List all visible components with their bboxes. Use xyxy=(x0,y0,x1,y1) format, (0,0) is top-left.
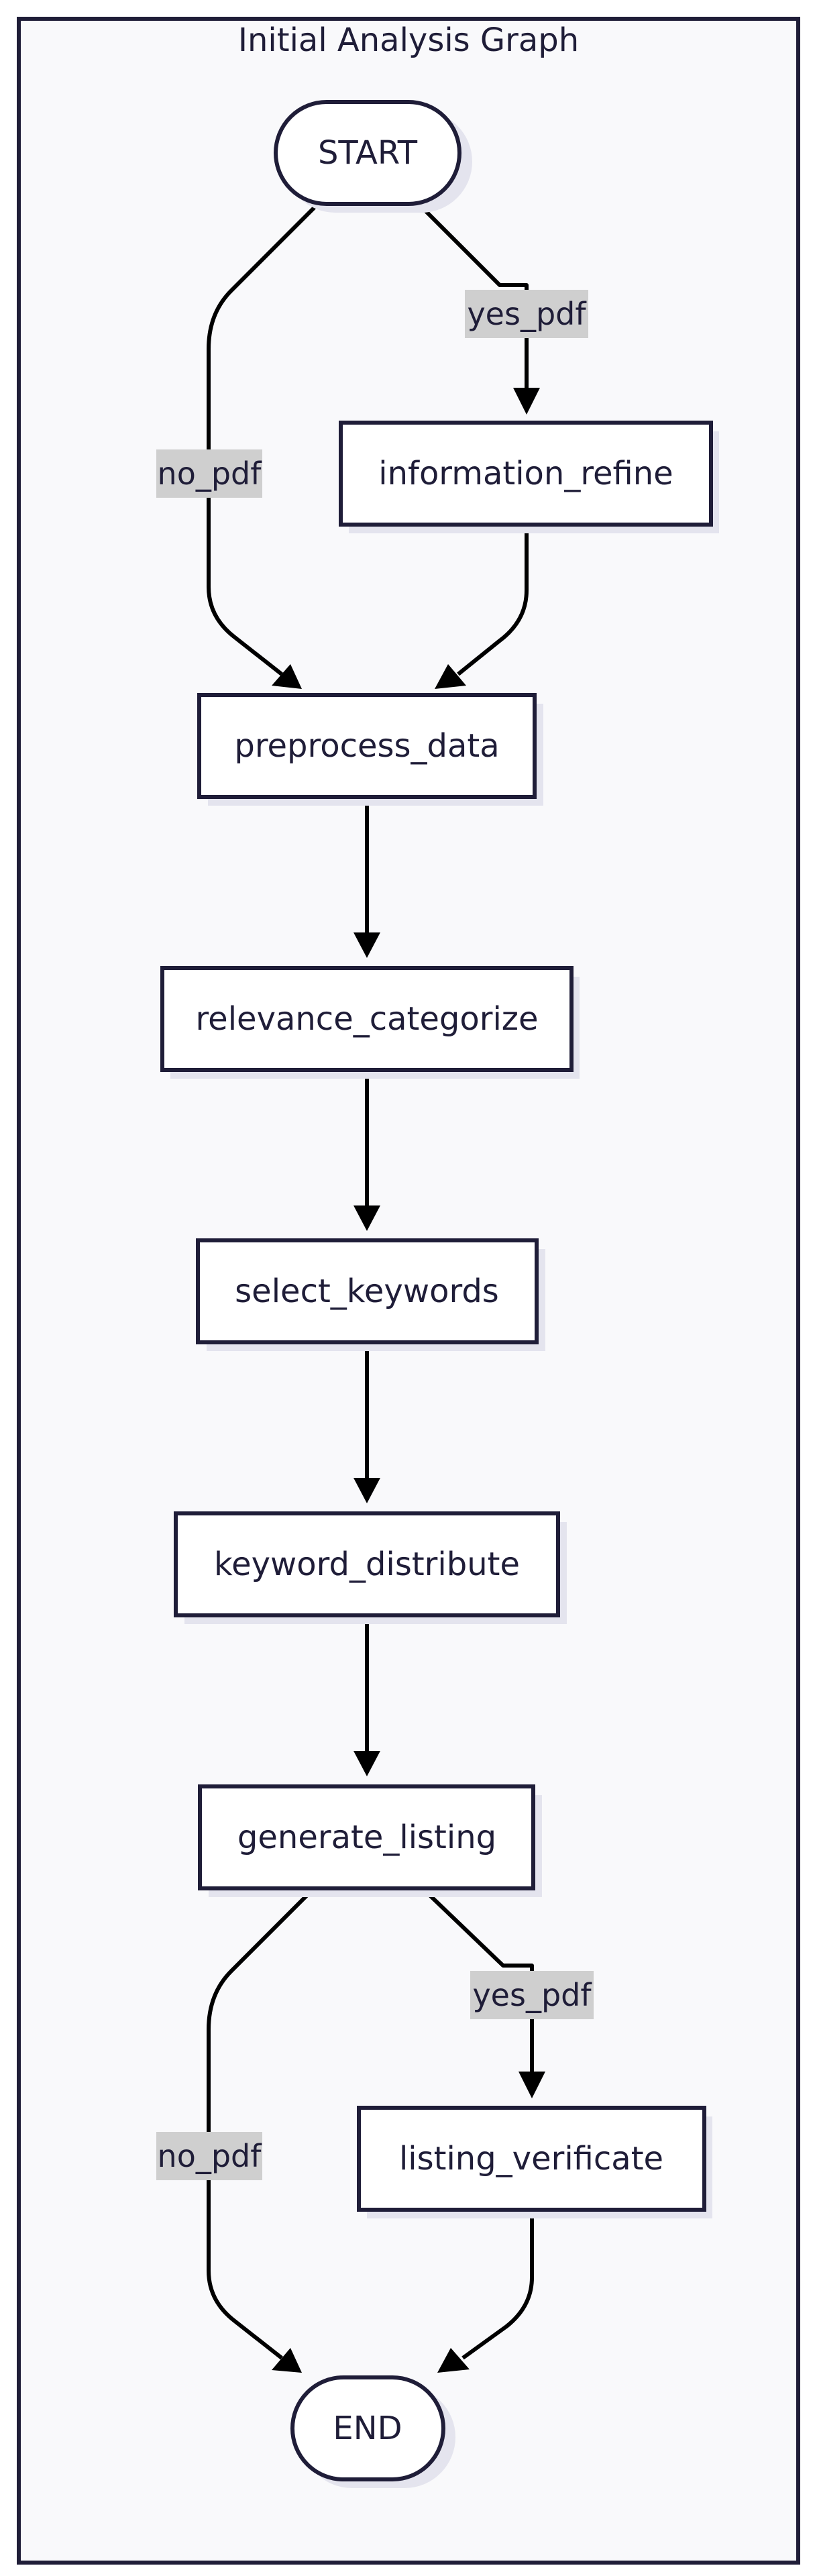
node-generate-listing: generate_listing xyxy=(198,1784,542,1897)
svg-text:listing_verificate: listing_verificate xyxy=(399,2140,663,2178)
edge-label-start-yes: yes_pdf xyxy=(465,290,588,338)
node-start: START xyxy=(274,100,472,213)
graph-title: Initial Analysis Graph xyxy=(238,21,579,59)
svg-text:select_keywords: select_keywords xyxy=(235,1273,499,1310)
arrowhead-preprocess-left xyxy=(272,664,302,689)
node-preprocess-data: preprocess_data xyxy=(197,693,543,806)
node-listing-verificate: listing_verificate xyxy=(357,2106,712,2218)
arrowhead-relevance xyxy=(353,932,380,958)
svg-text:yes_pdf: yes_pdf xyxy=(472,1977,592,2013)
node-relevance-categorize: relevance_categorize xyxy=(160,966,580,1079)
svg-text:no_pdf: no_pdf xyxy=(158,455,263,492)
node-information-refine: information_refine xyxy=(339,421,719,533)
arrowhead-generate-listing xyxy=(353,1751,380,1776)
svg-text:keyword_distribute: keyword_distribute xyxy=(214,1546,520,1583)
arrowhead-information-refine xyxy=(513,388,540,415)
edge-label-listing-yes: yes_pdf xyxy=(470,1971,594,2019)
node-end: END xyxy=(290,2375,455,2488)
svg-text:information_refine: information_refine xyxy=(378,455,673,492)
svg-text:START: START xyxy=(318,134,418,172)
arrowhead-end-left xyxy=(272,2348,302,2373)
edge-label-listing-no: no_pdf xyxy=(156,2132,262,2180)
node-select-keywords: select_keywords xyxy=(196,1238,545,1351)
arrowhead-keyword-distribute xyxy=(353,1478,380,1503)
edge-listing-verificate-to-end xyxy=(461,2210,534,2360)
svg-text:yes_pdf: yes_pdf xyxy=(467,296,587,332)
svg-text:no_pdf: no_pdf xyxy=(158,2138,263,2174)
arrowhead-select-keywords xyxy=(353,1205,380,1231)
svg-text:generate_listing: generate_listing xyxy=(237,1819,496,1856)
edge-label-start-no: no_pdf xyxy=(156,449,262,498)
arrowhead-listing-verificate xyxy=(519,2072,545,2098)
svg-text:relevance_categorize: relevance_categorize xyxy=(195,1000,538,1038)
svg-text:END: END xyxy=(333,2410,402,2447)
node-keyword-distribute: keyword_distribute xyxy=(174,1511,567,1624)
arrowhead-end-right xyxy=(437,2348,470,2373)
svg-text:preprocess_data: preprocess_data xyxy=(234,727,499,765)
edge-information-refine-to-preprocess-data xyxy=(457,525,529,676)
arrowhead-preprocess-right xyxy=(435,664,466,689)
